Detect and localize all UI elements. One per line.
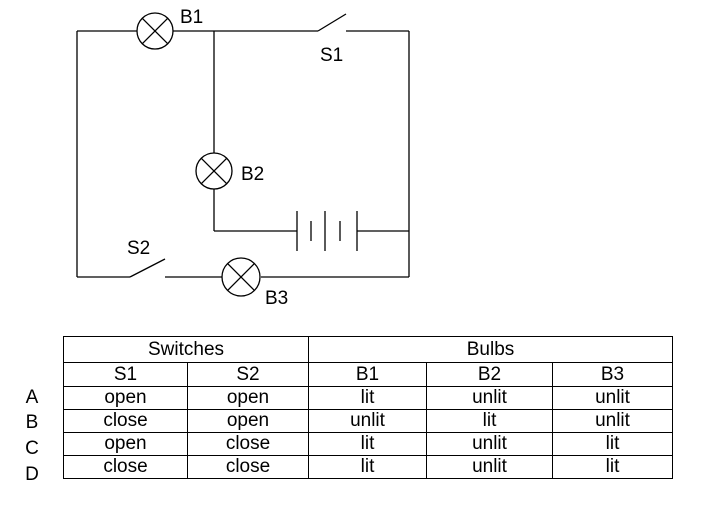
bulb-b2-icon: [195, 152, 233, 190]
group-bulbs: Bulbs: [308, 336, 673, 363]
bulb-b1-icon: [136, 12, 174, 50]
table-column-header: S1 S2 B1 B2 B3: [63, 362, 673, 387]
table-cell: lit: [426, 409, 553, 433]
table-cell: unlit: [308, 409, 427, 433]
col-header-s1: S1: [63, 362, 188, 387]
table-cell: lit: [552, 432, 673, 456]
table-row: close open unlit lit unlit: [63, 409, 673, 433]
circuit-diagram: B1 S1 B2 S2 B3: [76, 7, 410, 309]
table-cell: open: [63, 432, 188, 456]
row-letter-b: B: [25, 412, 39, 433]
table-cell: unlit: [426, 432, 553, 456]
table-cell: unlit: [426, 455, 553, 479]
table-cell: lit: [308, 455, 427, 479]
switch-s2: [129, 258, 166, 278]
label-s1: S1: [320, 45, 343, 66]
table-row: open close lit unlit lit: [63, 432, 673, 456]
group-switches: Switches: [63, 336, 309, 363]
table-row: open open lit unlit unlit: [63, 386, 673, 410]
label-b1: B1: [180, 7, 203, 28]
table-cell: close: [187, 432, 309, 456]
row-letter-a: A: [25, 387, 39, 408]
row-letter-c: C: [25, 438, 39, 459]
col-header-s2: S2: [187, 362, 309, 387]
label-b3: B3: [265, 288, 288, 309]
col-header-b3: B3: [552, 362, 673, 387]
label-b2: B2: [241, 164, 264, 185]
table-cell: lit: [308, 432, 427, 456]
table-row: close close lit unlit lit: [63, 455, 673, 479]
col-header-b1: B1: [308, 362, 427, 387]
col-header-b2: B2: [426, 362, 553, 387]
answer-table: Switches Bulbs S1 S2 B1 B2 B3 open open …: [63, 336, 673, 479]
table-cell: open: [187, 409, 309, 433]
table-cell: open: [187, 386, 309, 410]
switch-s1: [317, 13, 347, 32]
row-letter-d: D: [25, 464, 39, 485]
table-cell: lit: [552, 455, 673, 479]
label-s2: S2: [127, 238, 150, 259]
table-cell: close: [187, 455, 309, 479]
table-cell: unlit: [426, 386, 553, 410]
table-cell: unlit: [552, 409, 673, 433]
table-cell: close: [63, 409, 188, 433]
bulb-b3-icon: [221, 257, 261, 297]
table-cell: open: [63, 386, 188, 410]
table-cell: unlit: [552, 386, 673, 410]
table-cell: lit: [308, 386, 427, 410]
table-cell: close: [63, 455, 188, 479]
battery-icon: [296, 211, 358, 251]
table-group-header: Switches Bulbs: [63, 336, 673, 363]
